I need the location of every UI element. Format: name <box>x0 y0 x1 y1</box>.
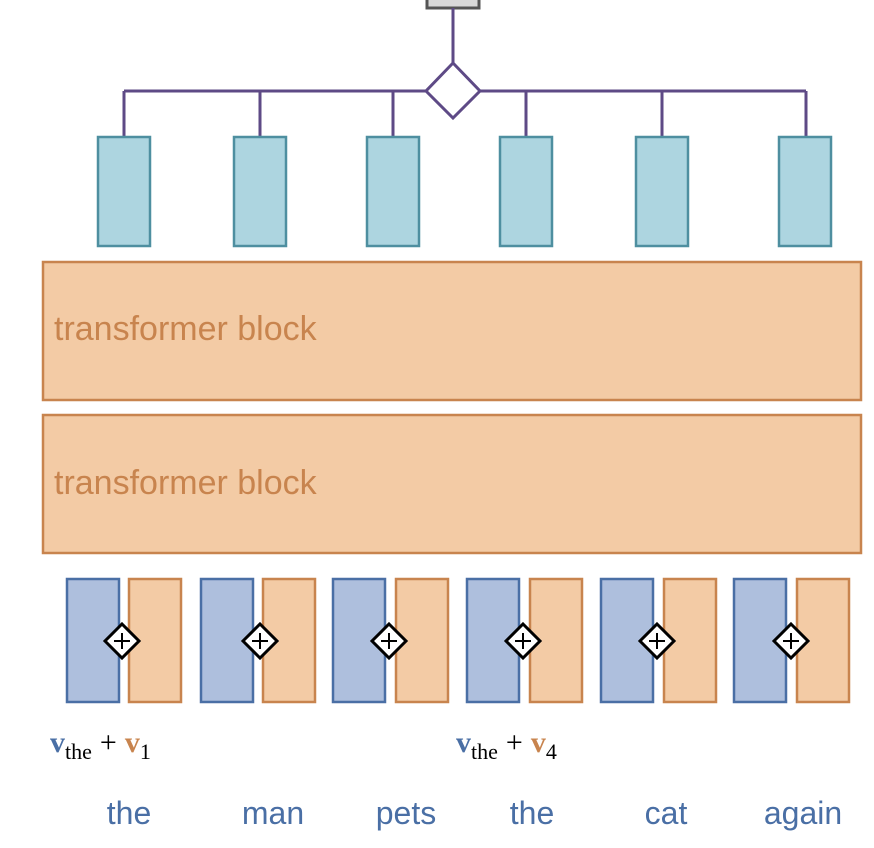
token-subscript: the <box>65 739 92 764</box>
embedding-pair <box>331 577 450 704</box>
token-vector-symbol: v <box>456 726 471 759</box>
pooling-lines <box>122 8 808 137</box>
output-vector <box>232 135 288 248</box>
embedding-pair <box>599 577 718 704</box>
pooling-diamond-icon <box>423 60 483 121</box>
input-word: again <box>764 795 842 831</box>
plus-diamond-icon <box>503 621 543 661</box>
position-subscript: 1 <box>140 739 151 764</box>
input-word: cat <box>645 795 688 831</box>
token-vector-symbol: v <box>50 726 65 759</box>
plus-diamond-icon <box>637 621 677 661</box>
output-vector <box>777 135 833 248</box>
transformer-block-top <box>41 260 863 402</box>
pooled-output-node <box>425 0 481 10</box>
embedding-pair <box>465 577 584 704</box>
position-vector-symbol: v <box>531 726 546 759</box>
transformer-block-bottom <box>41 413 863 555</box>
embedding-pair <box>65 577 183 704</box>
position-subscript: 4 <box>546 739 557 764</box>
input-words: the man pets the cat again <box>107 795 842 831</box>
input-word: the <box>510 795 554 831</box>
output-vector <box>498 135 554 248</box>
plus-sign: + <box>100 726 117 759</box>
plus-diamond-icon <box>369 621 409 661</box>
input-word: the <box>107 795 151 831</box>
plus-sign: + <box>506 726 523 759</box>
plus-diamond-icon <box>102 621 142 661</box>
input-embeddings <box>65 577 851 704</box>
embedding-sum-label-1: vthe+v1 <box>50 726 151 764</box>
transformer-block-top-label: transformer block <box>54 310 318 348</box>
plus-diamond-icon <box>771 621 811 661</box>
embedding-sum-label-4: vthe+v4 <box>456 726 557 764</box>
position-vector-symbol: v <box>125 726 140 759</box>
output-vectors <box>96 135 833 248</box>
plus-diamond-icon <box>240 621 280 661</box>
input-word: pets <box>376 795 436 831</box>
input-word: man <box>242 795 304 831</box>
embedding-pair <box>199 577 317 704</box>
output-vector <box>96 135 152 248</box>
output-vector <box>365 135 421 248</box>
embedding-pair <box>732 577 851 704</box>
output-vector <box>634 135 690 248</box>
transformer-block-bottom-label: transformer block <box>54 464 318 502</box>
token-subscript: the <box>471 739 498 764</box>
